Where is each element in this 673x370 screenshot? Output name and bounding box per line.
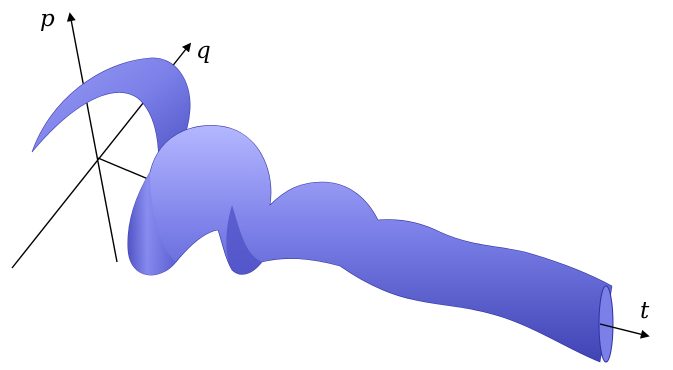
evolving-tube-surface — [127, 125, 613, 363]
p-axis-line — [66, 12, 118, 263]
axes-front — [599, 323, 650, 339]
tube-end-cap — [598, 285, 614, 363]
fold-second-lobe — [226, 205, 262, 275]
p-axis-label: p — [40, 6, 55, 32]
q-axis-label: q — [196, 38, 211, 64]
t-axis-label: t — [640, 298, 650, 324]
fold-inner-lobe — [127, 172, 176, 276]
t-axis-arrow — [599, 323, 650, 339]
